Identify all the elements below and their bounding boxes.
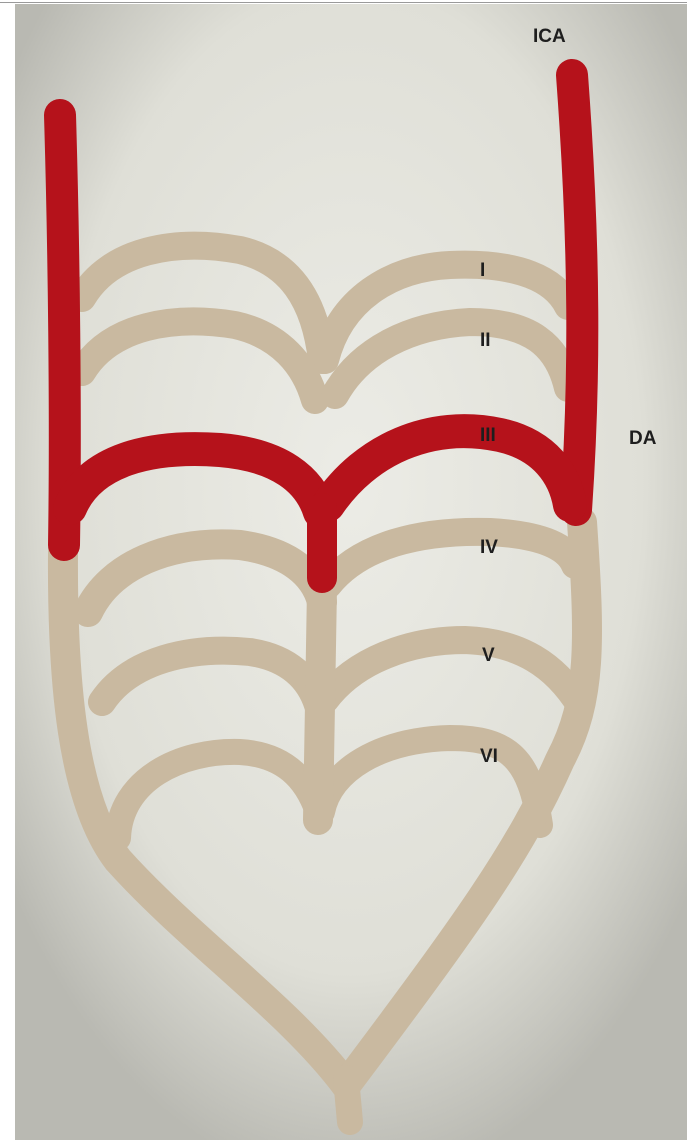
arch-label-v: V xyxy=(482,646,495,665)
da-label: DA xyxy=(629,429,656,448)
left-carotid-trunk xyxy=(60,115,65,545)
arch-label-iii: III xyxy=(480,426,496,445)
truncus-outflow xyxy=(346,1078,350,1122)
arch-label-vi: VI xyxy=(480,747,498,766)
arch-label-i: I xyxy=(480,261,485,280)
arch-label-ii: II xyxy=(480,331,491,350)
ventral-aorta xyxy=(318,588,322,820)
right-carotid-trunk xyxy=(572,75,582,510)
ica-label: ICA xyxy=(533,27,566,46)
arch-label-iv: IV xyxy=(480,538,498,557)
